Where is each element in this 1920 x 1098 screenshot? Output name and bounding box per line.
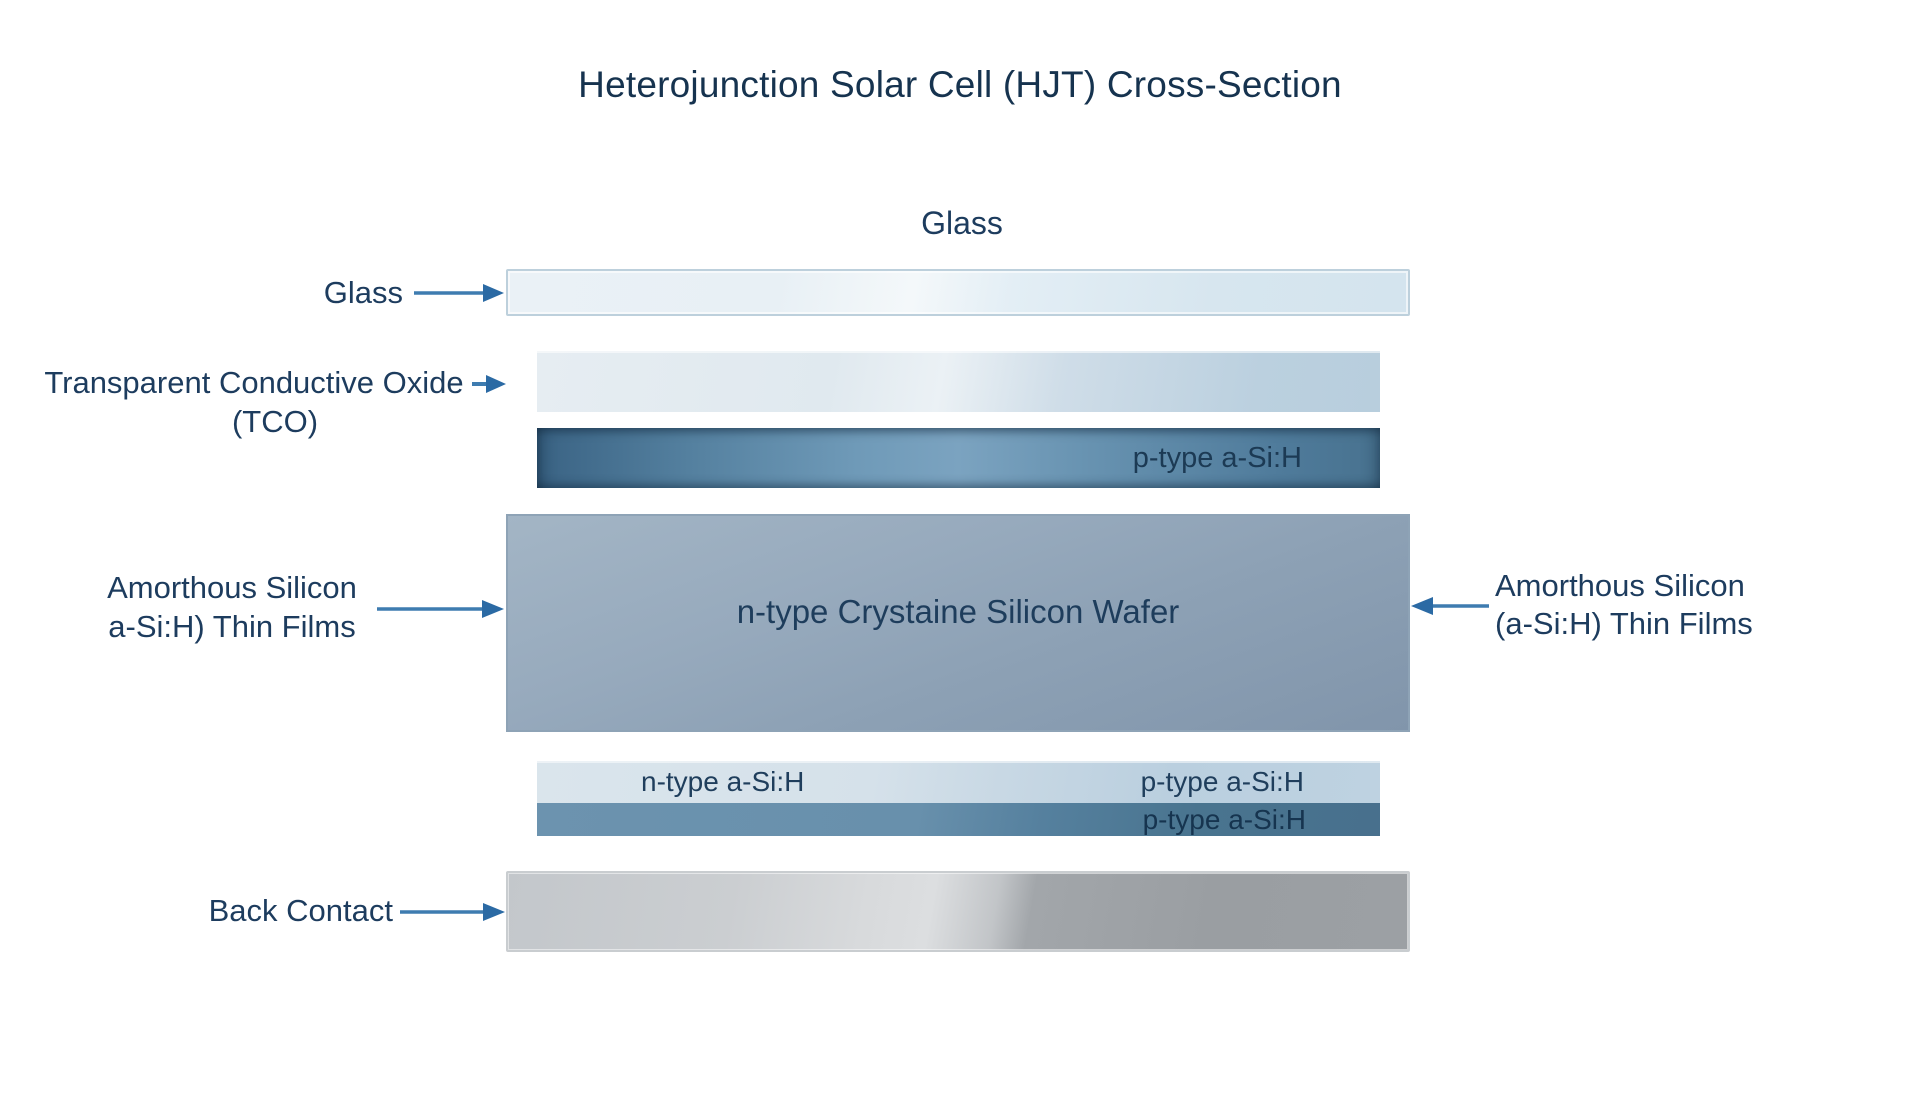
back-contact-pointer-arrow-icon <box>400 903 505 921</box>
amorphous-right-line1: Amorthous Silicon <box>1495 568 1745 603</box>
tco-annotation: Transparent Conductive Oxide (TCO) <box>30 363 520 441</box>
glass-layer <box>506 269 1410 316</box>
n-type-silicon-wafer-layer: n-type Crystaine Silicon Wafer <box>506 514 1410 732</box>
tco-annotation-line1: Transparent Conductive Oxide <box>30 363 520 402</box>
thin-film-light-strip-layer: n-type a-Si:H p-type a-Si:H <box>537 761 1380 803</box>
wafer-label: n-type Crystaine Silicon Wafer <box>736 593 1180 630</box>
amorphous-silicon-right-annotation: Amorthous Silicon (a-Si:H) Thin Films <box>1495 567 1825 643</box>
p-type-asi-top-label: p-type a-Si:H <box>1132 441 1302 474</box>
thin-film-dark-strip-layer: p-type a-Si:H <box>537 803 1380 836</box>
p-type-asi-light-label: p-type a-Si:H <box>1140 766 1304 797</box>
amorphous-right-pointer-arrow-icon <box>1411 597 1489 615</box>
tco-pointer-arrow-icon <box>471 375 506 393</box>
p-type-asi-top-layer: p-type a-Si:H <box>537 428 1380 488</box>
diagram-title: Heterojunction Solar Cell (HJT) Cross-Se… <box>578 64 1342 105</box>
tco-layer <box>537 351 1380 412</box>
glass-pointer-arrow-icon <box>414 284 504 302</box>
p-type-asi-dark-label: p-type a-Si:H <box>1142 803 1306 835</box>
glass-annotation: Glass <box>323 275 403 310</box>
glass-top-label: Glass <box>921 205 1003 241</box>
back-contact-layer <box>506 871 1410 952</box>
n-type-asi-label: n-type a-Si:H <box>641 766 805 797</box>
back-contact-annotation: Back Contact <box>208 893 393 928</box>
amorphous-silicon-left-annotation: Amorthous Silicon a-Si:H) Thin Films <box>40 568 424 646</box>
amorphous-right-line2: (a-Si:H) Thin Films <box>1495 606 1753 641</box>
amorphous-left-line2: a-Si:H) Thin Films <box>108 609 356 644</box>
tco-annotation-line2: (TCO) <box>231 404 319 439</box>
amorphous-left-pointer-arrow-icon <box>377 600 504 618</box>
amorphous-left-line1: Amorthous Silicon <box>107 570 357 605</box>
